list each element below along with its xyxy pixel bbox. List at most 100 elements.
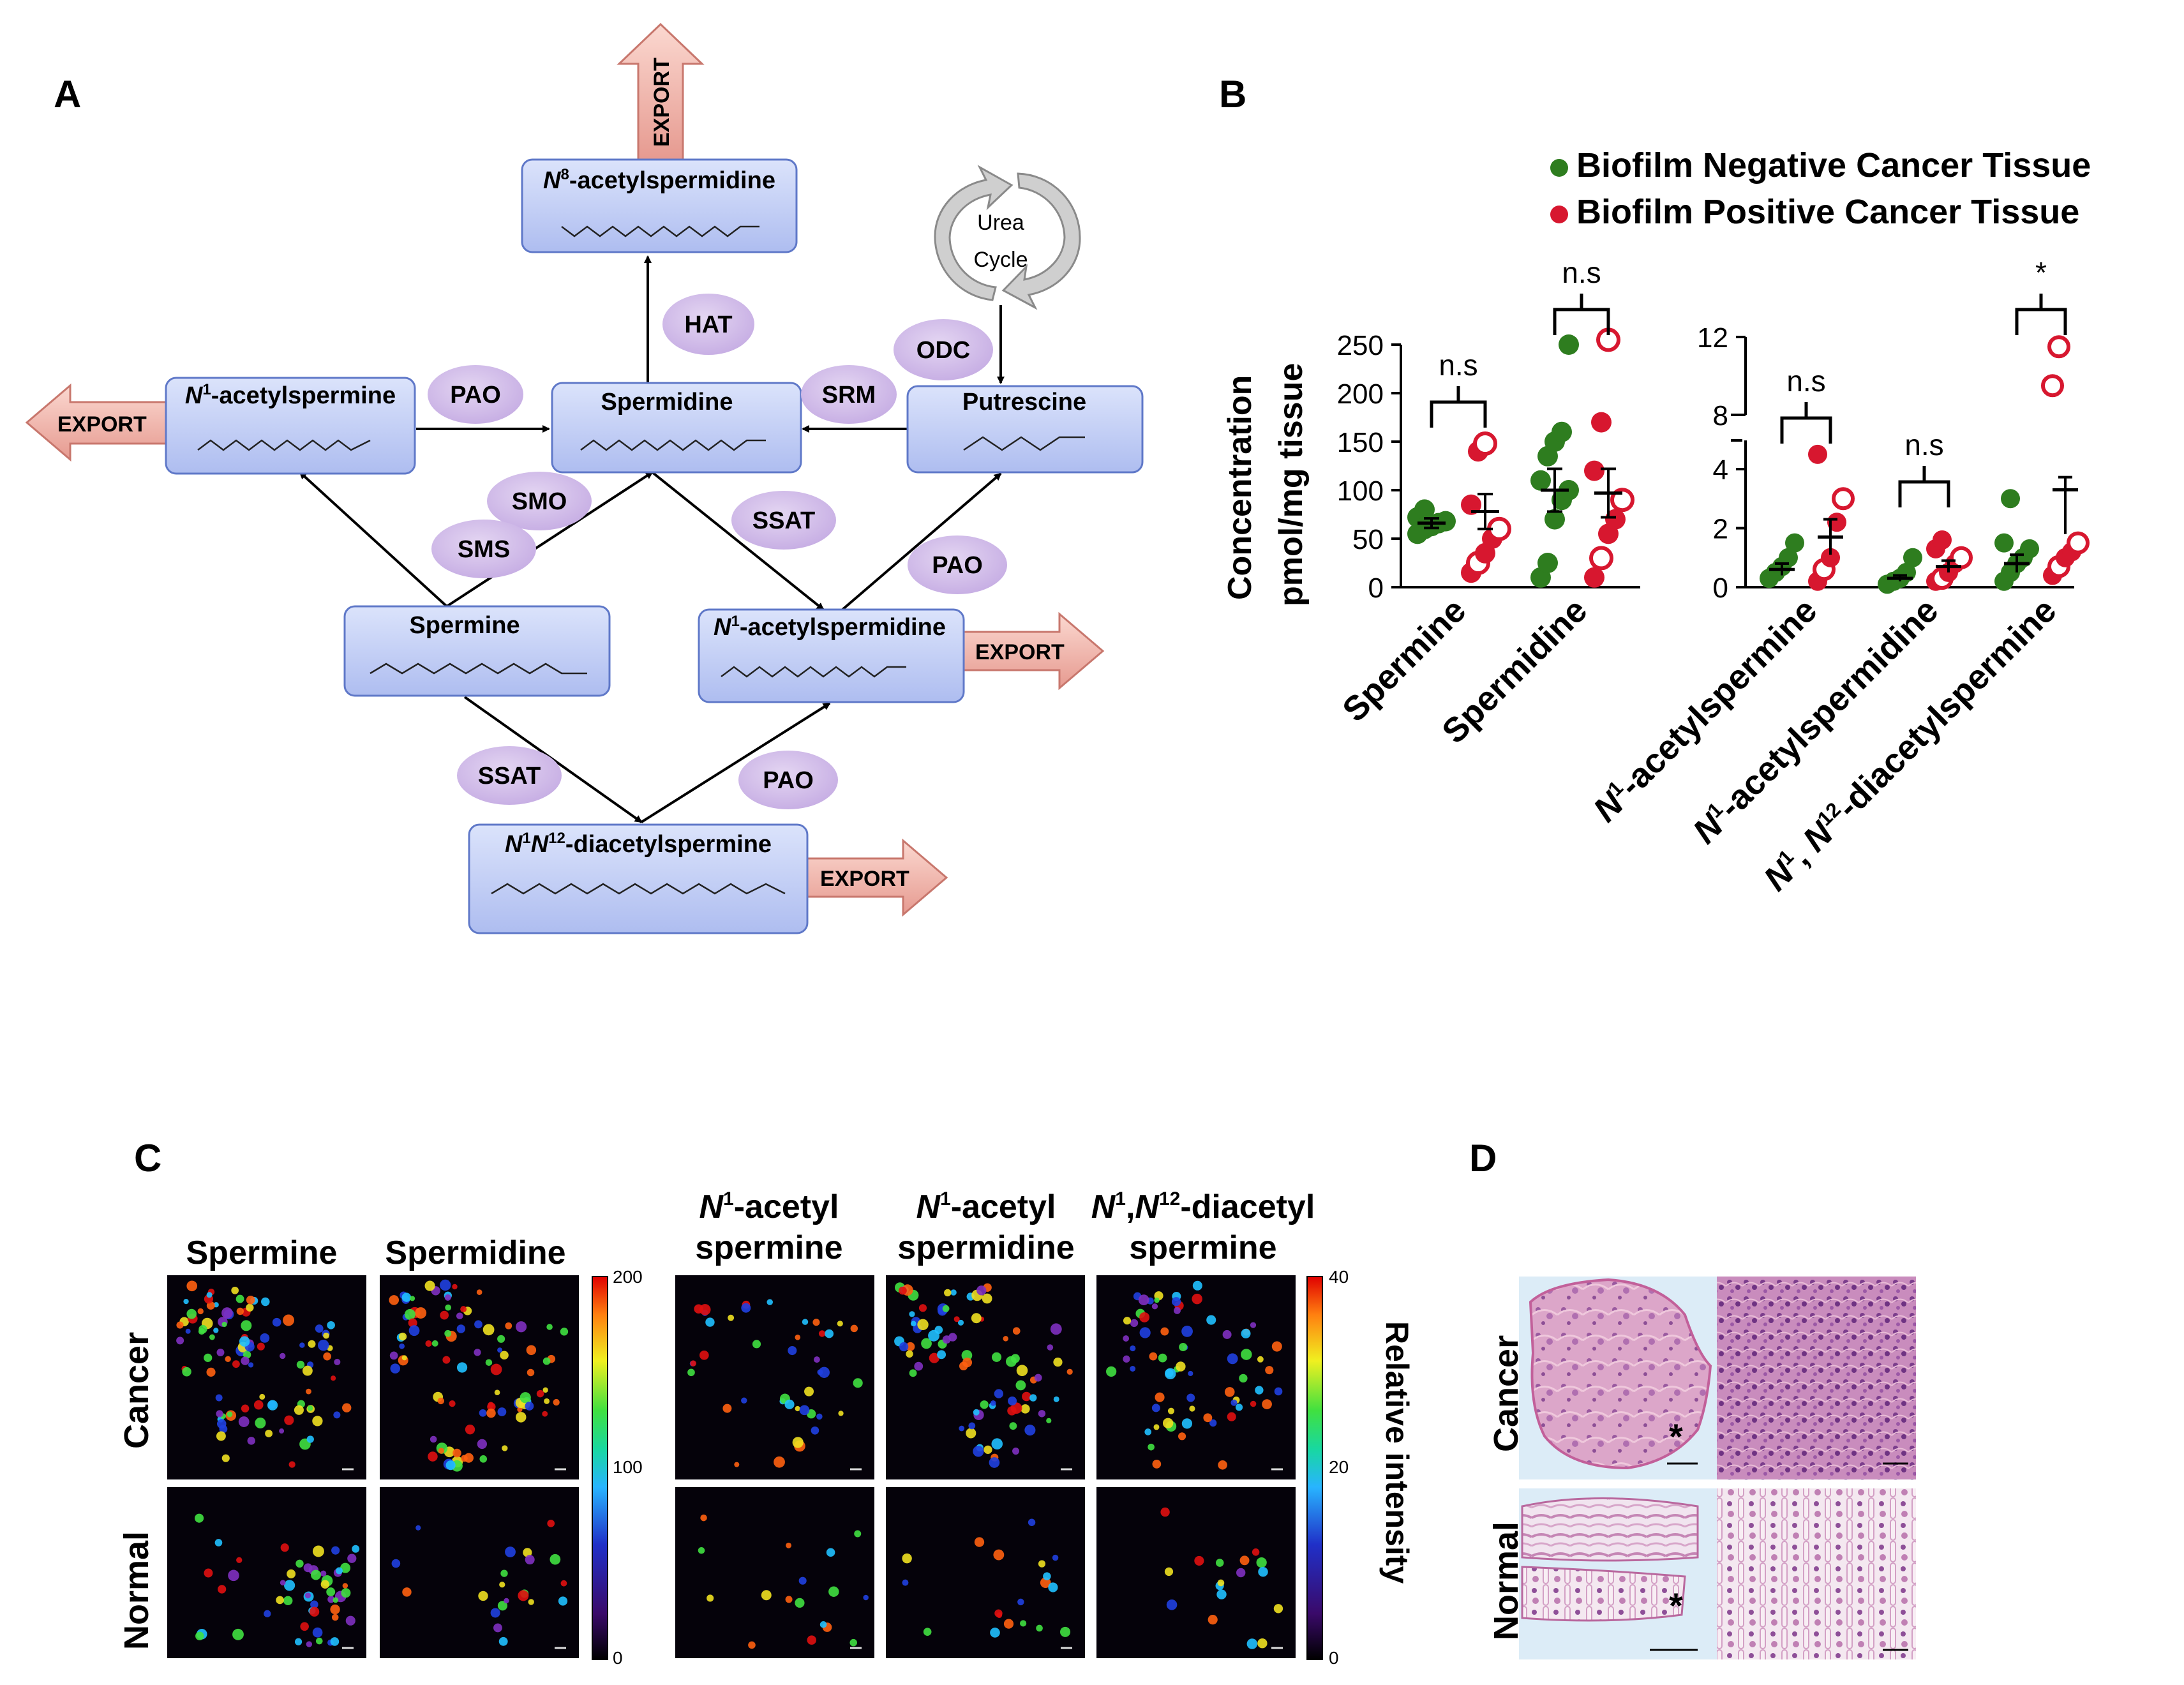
imaging-signal [440,1279,451,1291]
imaging-signal [283,1314,295,1326]
col-label-italic: N [916,1188,941,1225]
colorbar-left-max: 200 [613,1267,643,1287]
imaging-signal [807,1635,817,1645]
diac-sup-a: 1 [522,830,530,847]
imaging-signal [1130,1366,1136,1372]
imaging-signal [272,1317,281,1327]
imaging-signal [741,1303,751,1313]
col-label-l1: -diacetyl [1180,1188,1315,1225]
imaging-signal [966,1428,976,1439]
col-label-l1: -acetyl [951,1188,1056,1225]
imaging-signal [1123,1317,1132,1325]
enzyme-odc: ODC [894,319,993,380]
data-point [1832,487,1855,511]
imaging-signal [923,1628,932,1636]
imaging-signal [284,1415,294,1425]
left-y-tick-label: 150 [1337,427,1384,458]
imaging-signal [1181,1325,1193,1337]
imaging-signal [504,1598,509,1604]
spermidine-structure [580,439,766,451]
imaging-signal [1066,1368,1073,1375]
imaging-signal [1227,1412,1236,1421]
col-label-sup2: 12 [1159,1188,1180,1209]
spermine-structure [370,663,587,675]
imaging-signal [1034,1374,1042,1382]
imaging-signal [236,1557,243,1563]
histology-cancer-marker: * [1669,1416,1683,1457]
imaging-signal [748,1641,756,1649]
node-putrescine: Putrescine [906,385,1144,474]
imaging-signal [558,1596,568,1606]
node-n8-acetylspermidine: N8-acetylspermidine [521,158,798,253]
imaging-signal [490,1608,500,1618]
imaging-signal [786,1542,792,1548]
significance-bracket [1898,466,1950,507]
imaging-signal [700,1514,707,1522]
imaging-signal [306,1388,311,1395]
imaging-signal [774,1456,785,1468]
imaging-signal [213,1328,219,1333]
imaging-signal [1160,1507,1170,1517]
imaging-signal [795,1334,801,1340]
enzyme-smo: SMO [487,472,592,530]
imaging-signal [909,1369,917,1377]
imaging-signal [253,1400,264,1410]
imaging-tile [167,1275,366,1479]
imaging-signal [502,1445,508,1451]
imaging-signal [547,1520,555,1527]
imaging-signal [971,1313,982,1324]
imaging-signal [973,1409,980,1416]
legend-label-positive: Biofilm Positive Cancer Tissue [1576,193,2079,231]
imaging-signal [1009,1422,1017,1430]
imaging-signal [707,1594,714,1602]
imaging-signal [799,1405,810,1416]
imaging-signal [812,1319,820,1326]
imaging-signal [959,1425,965,1432]
imaging-signal [1160,1327,1169,1336]
left-y-tick-label: 0 [1368,573,1384,604]
imaging-signal [334,1358,341,1365]
imaging-signal [231,1286,239,1294]
imaging-signal [1106,1366,1117,1377]
imaging-signal [280,1352,286,1359]
imaging-signal [497,1335,505,1343]
enzyme-pao-right-label: PAO [932,552,983,579]
imaging-signal [516,1412,527,1423]
n1spm-sup: 1 [202,381,211,398]
imaging-signal [1192,1293,1202,1305]
node-n1-acetylspermidine: N1-acetylspermidine [698,608,965,703]
col-label-l1: -acetyl [734,1188,839,1225]
imaging-signal [476,1289,482,1295]
enzyme-pao-bottom-label: PAO [763,767,814,794]
imaging-signal [1148,1443,1155,1451]
urea-cycle-icon: Urea Cycle [934,165,1081,310]
col-label-italic2: N [1135,1188,1160,1225]
data-point [1821,548,1840,567]
imaging-signal [1020,1620,1027,1627]
n1spd-sup: 1 [731,613,739,630]
imaging-signal [792,1437,804,1448]
imaging-signal [241,1404,250,1412]
enzyme-pao-top: PAO [428,365,523,424]
imaging-signal [1012,1327,1021,1335]
export-label-top: EXPORT [650,57,674,147]
diac-italic-a: N [505,831,523,858]
imaging-signal [1016,1365,1028,1377]
imaging-signal [306,1641,313,1647]
imaging-signal [437,1397,445,1405]
imaging-signal [1043,1572,1051,1580]
imaging-signal [1052,1554,1059,1561]
enzyme-pao-right: PAO [908,535,1007,594]
intensity-label: Relative intensity [1379,1321,1415,1584]
imaging-signal [1203,1413,1213,1423]
imaging-signal [1171,1297,1181,1307]
svg-text:N1-acetylspermidine: N1-acetylspermidine [714,613,946,641]
imaging-signal [1230,1399,1238,1406]
significance-bracket [1430,386,1487,428]
imaging-signal [560,1580,567,1587]
imaging-signal [1158,1353,1167,1363]
imaging-signal [214,1539,223,1546]
imaging-signal [1166,1599,1178,1610]
x-axis-label: N1-acetylspermine [1585,590,1824,829]
